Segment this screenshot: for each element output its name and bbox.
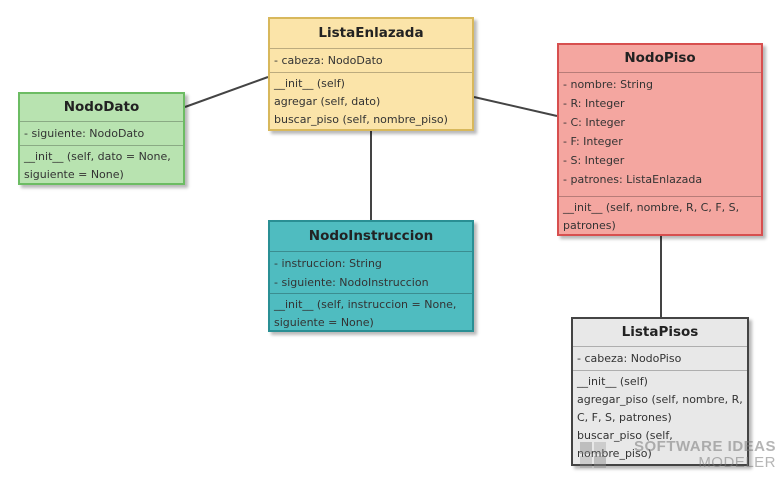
operation[interactable]: buscar_piso (self, nombre_piso) — [274, 113, 448, 126]
attribute[interactable]: - siguiente: NodoInstruccion — [274, 276, 429, 289]
operation[interactable]: buscar_piso (self, nombre_piso) — [577, 429, 673, 460]
attribute[interactable]: - cabeza: NodoDato — [274, 54, 383, 67]
class-name: ListaEnlazada — [270, 19, 472, 49]
attribute[interactable]: - siguiente: NodoDato — [24, 127, 145, 140]
operation[interactable]: agregar_piso (self, nombre, R, C, F, S, … — [577, 393, 743, 424]
attributes-section: - nombre: String - R: Integer - C: Integ… — [559, 73, 761, 197]
class-name: ListaPisos — [573, 319, 747, 347]
operation[interactable]: __init__ (self, dato = None, siguiente =… — [24, 150, 171, 181]
operations-section: __init__ (self, instruccion = None, sigu… — [270, 294, 472, 334]
attribute[interactable]: - R: Integer — [563, 97, 625, 110]
class-listaenlazada[interactable]: ListaEnlazada - cabeza: NodoDato __init_… — [268, 17, 474, 131]
class-name: NodoDato — [20, 94, 183, 122]
attribute[interactable]: - instruccion: String — [274, 257, 382, 270]
attribute[interactable]: - F: Integer — [563, 135, 623, 148]
attributes-section: - siguiente: NodoDato — [20, 122, 183, 146]
attributes-section: - instruccion: String - siguiente: NodoI… — [270, 252, 472, 294]
operation[interactable]: __init__ (self) — [577, 375, 648, 388]
attribute[interactable]: - cabeza: NodoPiso — [577, 352, 682, 365]
operations-section: __init__ (self, nombre, R, C, F, S, patr… — [559, 197, 761, 237]
operation[interactable]: __init__ (self, nombre, R, C, F, S, patr… — [563, 201, 740, 232]
class-nododato[interactable]: NodoDato - siguiente: NodoDato __init__ … — [18, 92, 185, 185]
attribute[interactable]: - S: Integer — [563, 154, 625, 167]
connector-listaenlazada-nododato[interactable] — [184, 76, 269, 108]
attribute[interactable]: - patrones: ListaEnlazada — [563, 173, 703, 186]
operations-section: __init__ (self) agregar (self, dato) bus… — [270, 73, 472, 131]
attribute[interactable]: - nombre: String — [563, 78, 653, 91]
connector-listaenlazada-nodopiso[interactable] — [473, 96, 558, 117]
operation[interactable]: __init__ (self, instruccion = None, sigu… — [274, 298, 457, 329]
attributes-section: - cabeza: NodoPiso — [573, 347, 747, 371]
class-name: NodoInstruccion — [270, 222, 472, 252]
operations-section: __init__ (self) agregar_piso (self, nomb… — [573, 371, 747, 464]
watermark-line2: MODELER — [698, 454, 776, 471]
operation[interactable]: __init__ (self) — [274, 77, 345, 90]
class-nodoinstruccion[interactable]: NodoInstruccion - instruccion: String - … — [268, 220, 474, 332]
class-nodopiso[interactable]: NodoPiso - nombre: String - R: Integer -… — [557, 43, 763, 236]
class-listapisos[interactable]: ListaPisos - cabeza: NodoPiso __init__ (… — [571, 317, 749, 466]
operations-section: __init__ (self, dato = None, siguiente =… — [20, 146, 183, 186]
watermark: SOFTWARE IDEAS MODELER — [580, 436, 776, 476]
attribute[interactable]: - C: Integer — [563, 116, 625, 129]
software-ideas-logo-icon — [580, 442, 606, 468]
class-name: NodoPiso — [559, 45, 761, 73]
operation[interactable]: agregar (self, dato) — [274, 95, 381, 108]
watermark-line1: SOFTWARE IDEAS — [633, 438, 776, 455]
attributes-section: - cabeza: NodoDato — [270, 49, 472, 73]
